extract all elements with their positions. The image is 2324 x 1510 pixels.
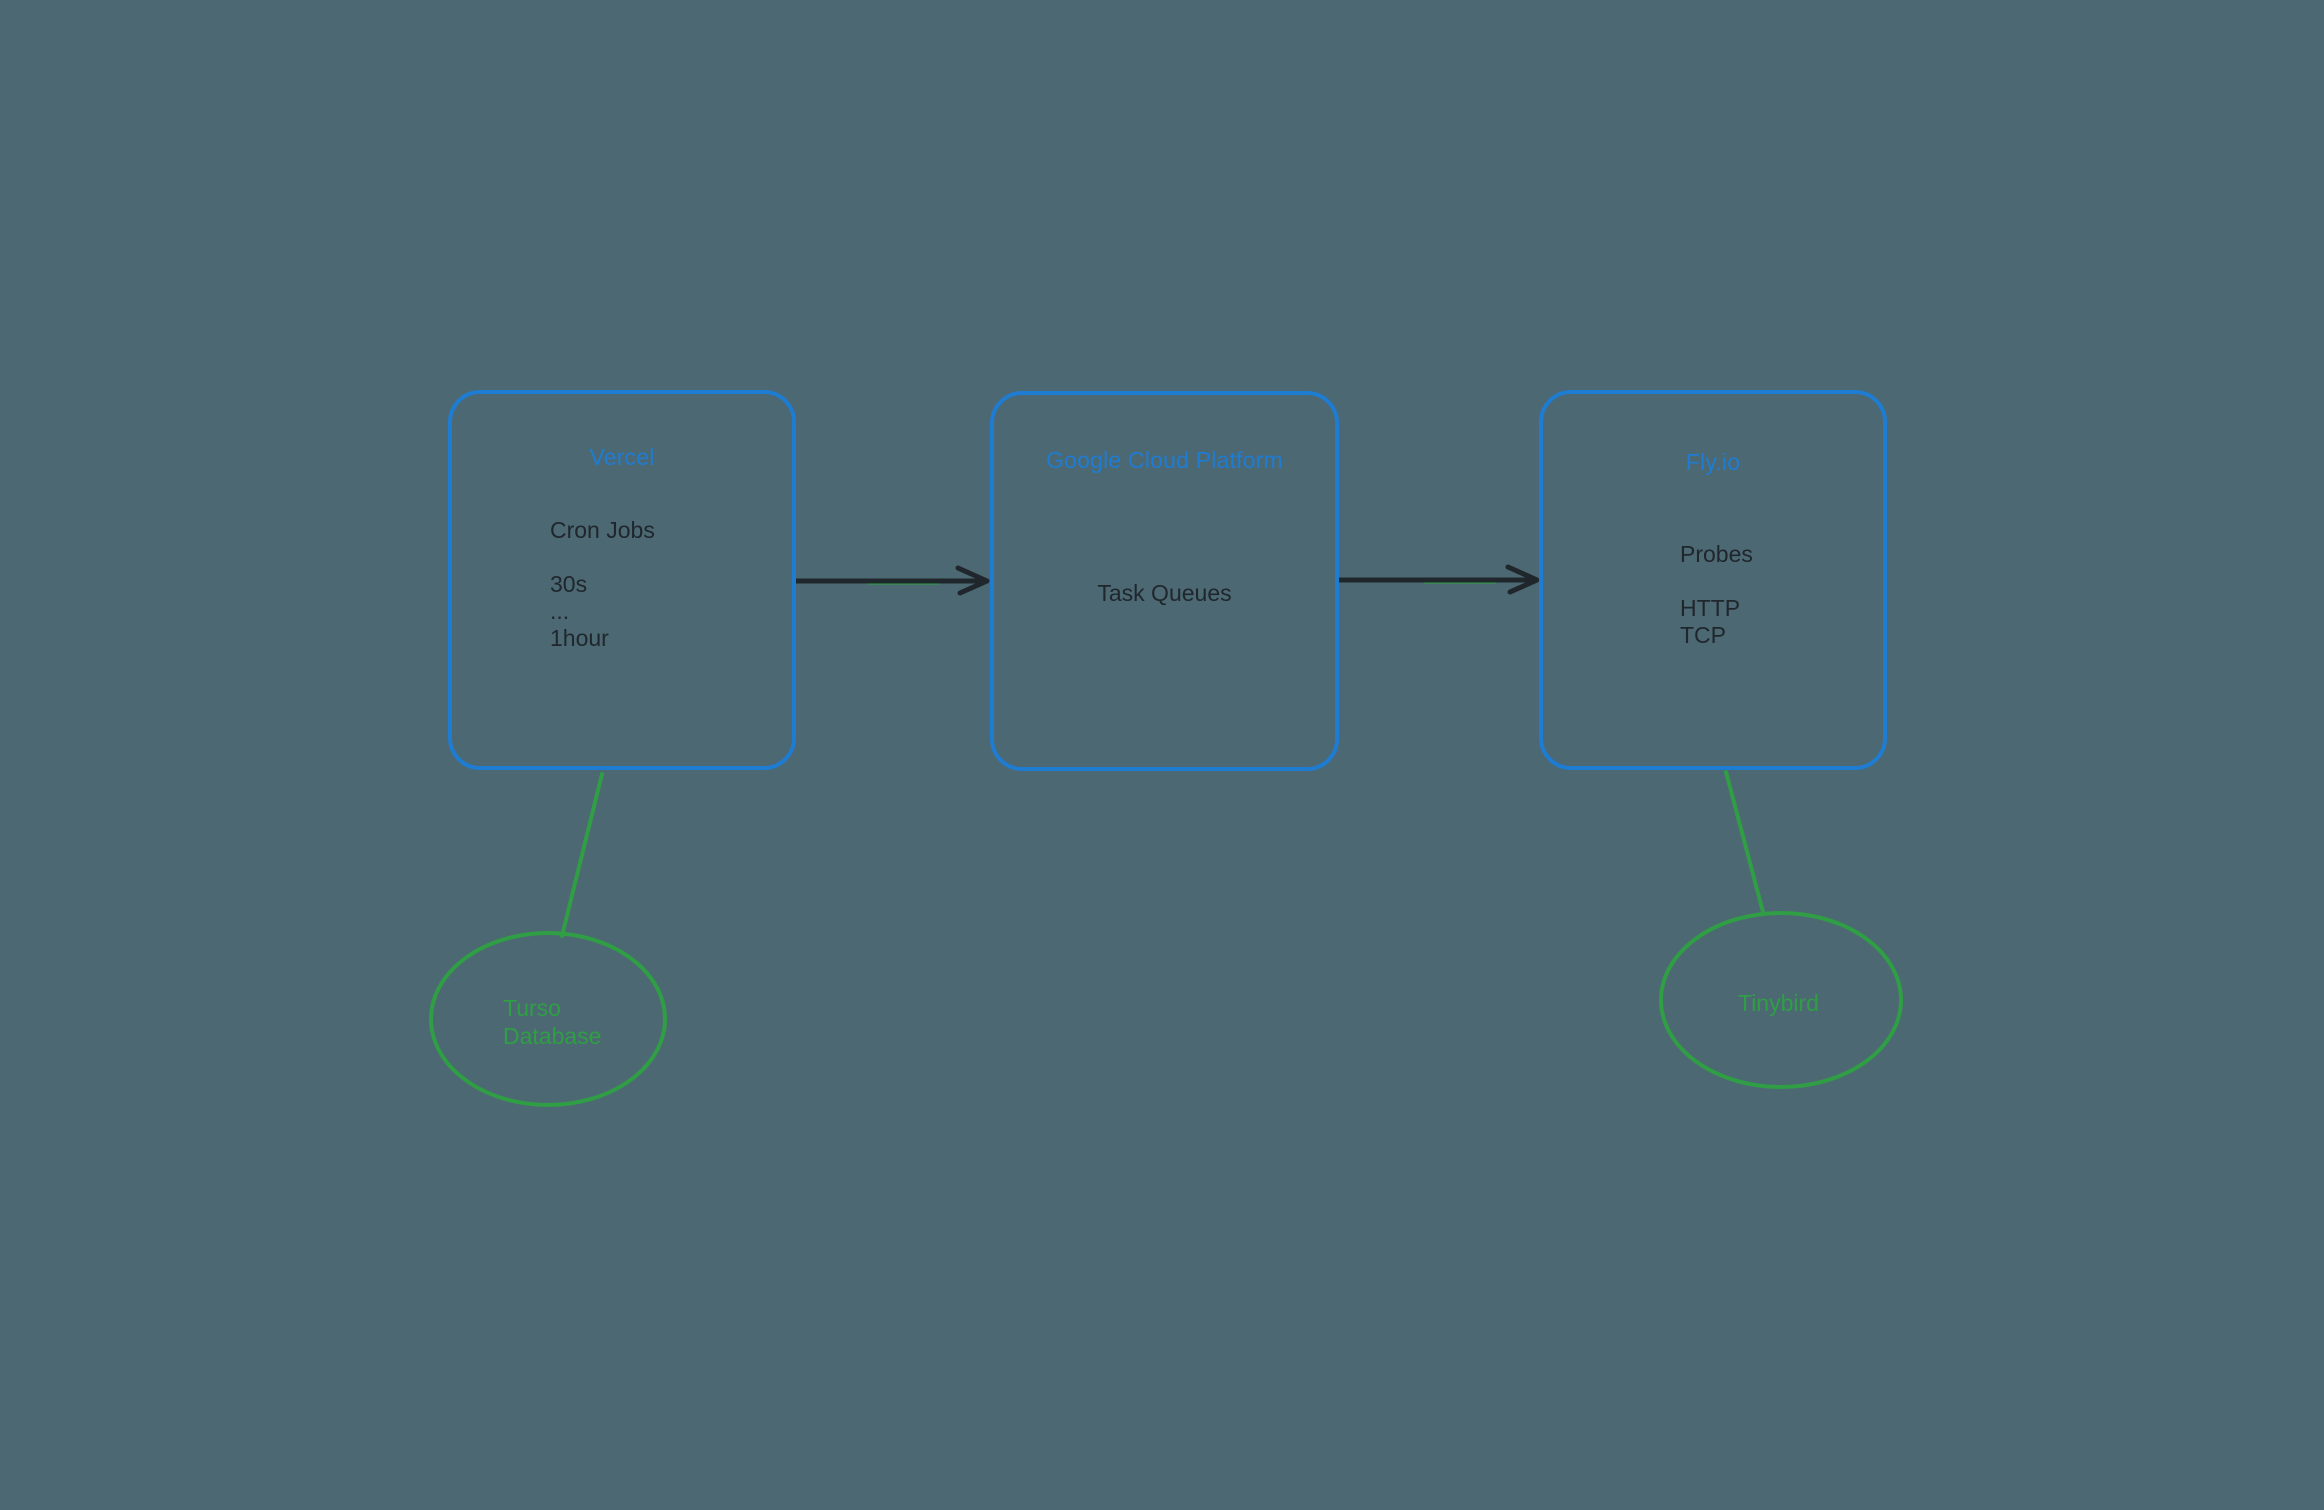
turso-database-label: Turso Database (503, 995, 602, 1049)
arrow-gcp-flyio[interactable] (1337, 564, 1540, 595)
node-flyio-title: Fly.io (1685, 449, 1741, 475)
node-vercel-border (448, 390, 796, 770)
node-flyio-body: Probes HTTP TCP (1680, 541, 1753, 648)
node-gcp-body: Task Queues (1097, 580, 1232, 606)
tinybird-label: Tinybird (1738, 990, 1819, 1016)
node-vercel[interactable]: Vercel Cron Jobs 30s ... 1hour (448, 390, 796, 770)
arrow-vercel-gcp[interactable] (793, 565, 990, 596)
node-vercel-title: Vercel (589, 444, 655, 470)
connector-flyio-tinybird[interactable] (1724, 770, 1765, 914)
connector-vercel-turso[interactable] (560, 772, 604, 938)
node-flyio-border (1539, 390, 1887, 770)
node-google-cloud-platform[interactable]: Google Cloud Platform Task Queues (990, 391, 1339, 771)
node-vercel-body: Cron Jobs 30s ... 1hour (550, 517, 655, 651)
node-flyio[interactable]: Fly.io Probes HTTP TCP (1539, 390, 1887, 770)
ellipse-tinybird[interactable] (1659, 911, 1903, 1089)
node-gcp-border (990, 391, 1339, 771)
node-gcp-title: Google Cloud Platform (1046, 447, 1283, 473)
ellipse-turso-database[interactable] (429, 931, 667, 1107)
